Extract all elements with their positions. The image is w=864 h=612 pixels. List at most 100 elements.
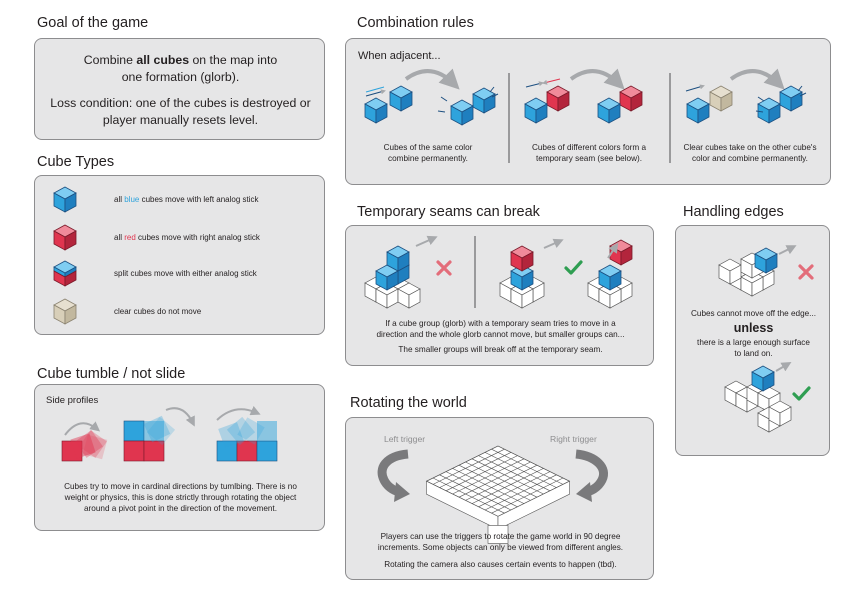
clear-cube-desc: clear cubes do not move — [114, 307, 202, 316]
grid-line — [426, 445, 499, 482]
grid-line — [445, 455, 518, 492]
red-cube-desc-post: cubes move with right analog stick — [135, 233, 260, 242]
grid-line — [478, 471, 551, 508]
seams-desc-3: The smaller groups will break off at the… — [398, 345, 603, 354]
seams-divider — [474, 236, 476, 308]
tumble-arrow-3 — [216, 405, 261, 421]
goal-line-1-bold: all cubes — [136, 53, 190, 67]
grid-line — [452, 468, 525, 504]
right-trigger-label: Right trigger — [550, 434, 597, 444]
rotating-desc-2: increments. Some objects can only be vie… — [377, 543, 624, 552]
diff-color-after — [597, 85, 643, 124]
combo-arrow-2 — [569, 68, 625, 90]
tumble-heading: Cube tumble / not slide — [37, 366, 186, 382]
goal-loss-2: player manually resets level. — [102, 113, 259, 127]
seams-panel: If a cube group (glorb) with a temporary… — [345, 225, 654, 366]
red-cube-desc-pre: all — [114, 233, 125, 242]
goal-panel: Combine all cubes on the map into one fo… — [34, 38, 325, 140]
same-color-after — [437, 86, 499, 126]
grid-line — [439, 452, 512, 488]
grid-line — [445, 471, 518, 508]
split-cube-icon — [53, 260, 77, 287]
goal-line-2: one formation (glorb). — [121, 70, 240, 84]
goal-heading: Goal of the game — [37, 15, 149, 31]
clear-cube-after — [755, 85, 807, 124]
grid-line — [432, 448, 505, 485]
combo-arrow-3 — [729, 68, 785, 90]
blue-cube-icon — [53, 186, 77, 213]
red-color-word: red — [124, 233, 136, 242]
rotating-desc-3: Rotating the camera also causes certain … — [384, 560, 617, 569]
edges-unless: unless — [733, 321, 774, 335]
edge-allowed — [724, 361, 811, 433]
blue-red-stack — [123, 415, 176, 462]
goal-line-1-post: on the map into — [189, 53, 278, 67]
rotating-panel: Left trigger Right trigger Players can u… — [345, 417, 654, 580]
combination-diagram — [364, 68, 807, 126]
grid-line — [432, 477, 505, 514]
blue-color-word: blue — [124, 195, 140, 204]
combo-desc-1b: combine permanently. — [388, 154, 468, 163]
grid-line — [478, 455, 551, 492]
rotating-desc-1: Players can use the triggers to rotate t… — [380, 532, 621, 541]
blue-tumble-sequence — [216, 416, 278, 462]
combo-desc-1a: Cubes of the same color — [383, 143, 473, 152]
grid-line — [465, 461, 538, 498]
edges-diagram — [718, 245, 814, 433]
rotating-heading: Rotating the world — [350, 395, 467, 411]
seams-heading: Temporary seams can break — [357, 204, 540, 220]
grid-pillar — [487, 525, 509, 544]
grid-line — [458, 461, 531, 498]
tumble-desc-2: weight or physics, this is done strictly… — [64, 493, 297, 502]
left-rotate-arrow — [377, 449, 410, 502]
edge-blocked — [718, 245, 814, 297]
seam-glorb-result — [587, 239, 633, 309]
combo-desc-2a: Cubes of different colors form a — [531, 143, 647, 152]
grid-line — [471, 458, 544, 495]
grid-line — [497, 445, 570, 482]
combo-arrow-1 — [404, 68, 460, 90]
when-adjacent-label: When adjacent... — [358, 50, 441, 62]
grid-line — [491, 448, 564, 485]
diff-color-before — [524, 78, 570, 124]
grid-line — [484, 452, 557, 488]
seams-desc-2: direction and the whole glorb cannot mov… — [376, 330, 625, 339]
grid-side-right — [497, 480, 570, 530]
world-grid — [425, 445, 571, 544]
right-rotate-arrow — [575, 449, 608, 502]
grid-line — [471, 468, 544, 504]
grid-top — [425, 445, 571, 517]
tumble-panel: Side profiles — [34, 384, 325, 531]
blue-cube-desc: all blue cubes move with left analog sti… — [114, 195, 259, 204]
clear-cube-before — [685, 84, 733, 124]
goal-line-1-pre: Combine — [83, 53, 137, 67]
red-tumble-sequence — [61, 430, 108, 462]
divider-1 — [508, 73, 510, 163]
same-color-before — [364, 85, 413, 124]
grid-line — [452, 458, 525, 495]
seams-desc-1: If a cube group (glorb) with a temporary… — [385, 319, 616, 328]
tumble-arrow-2 — [165, 407, 195, 427]
combo-desc-3b: color and combine permanently. — [692, 154, 808, 163]
grid-line — [465, 464, 538, 501]
grid-line — [491, 477, 564, 514]
edges-line-3: to land on. — [734, 349, 773, 358]
red-cube-desc: all red cubes move with right analog sti… — [114, 233, 260, 242]
world-grid-diagram — [377, 445, 608, 544]
edges-heading: Handling edges — [683, 204, 784, 220]
combination-heading: Combination rules — [357, 15, 474, 31]
grid-line — [484, 474, 557, 511]
divider-2 — [669, 73, 671, 163]
edges-line-1: Cubes cannot move off the edge... — [690, 309, 817, 318]
seam-glorb-split — [499, 238, 583, 309]
cube-types-heading: Cube Types — [37, 154, 115, 170]
blue-cube-desc-pre: all — [114, 195, 125, 204]
grid-line — [439, 474, 512, 511]
combination-panel: When adjacent... — [345, 38, 831, 185]
side-profiles-label: Side profiles — [46, 395, 99, 406]
combo-desc-3a: Clear cubes take on the other cube's — [683, 143, 817, 152]
edges-panel: Cubes cannot move off the edge... unless… — [675, 225, 830, 456]
seams-diagram — [364, 235, 633, 309]
tumble-desc-1: Cubes try to move in cardinal directions… — [64, 482, 297, 491]
edges-line-2: there is a large enough surface — [697, 338, 810, 347]
